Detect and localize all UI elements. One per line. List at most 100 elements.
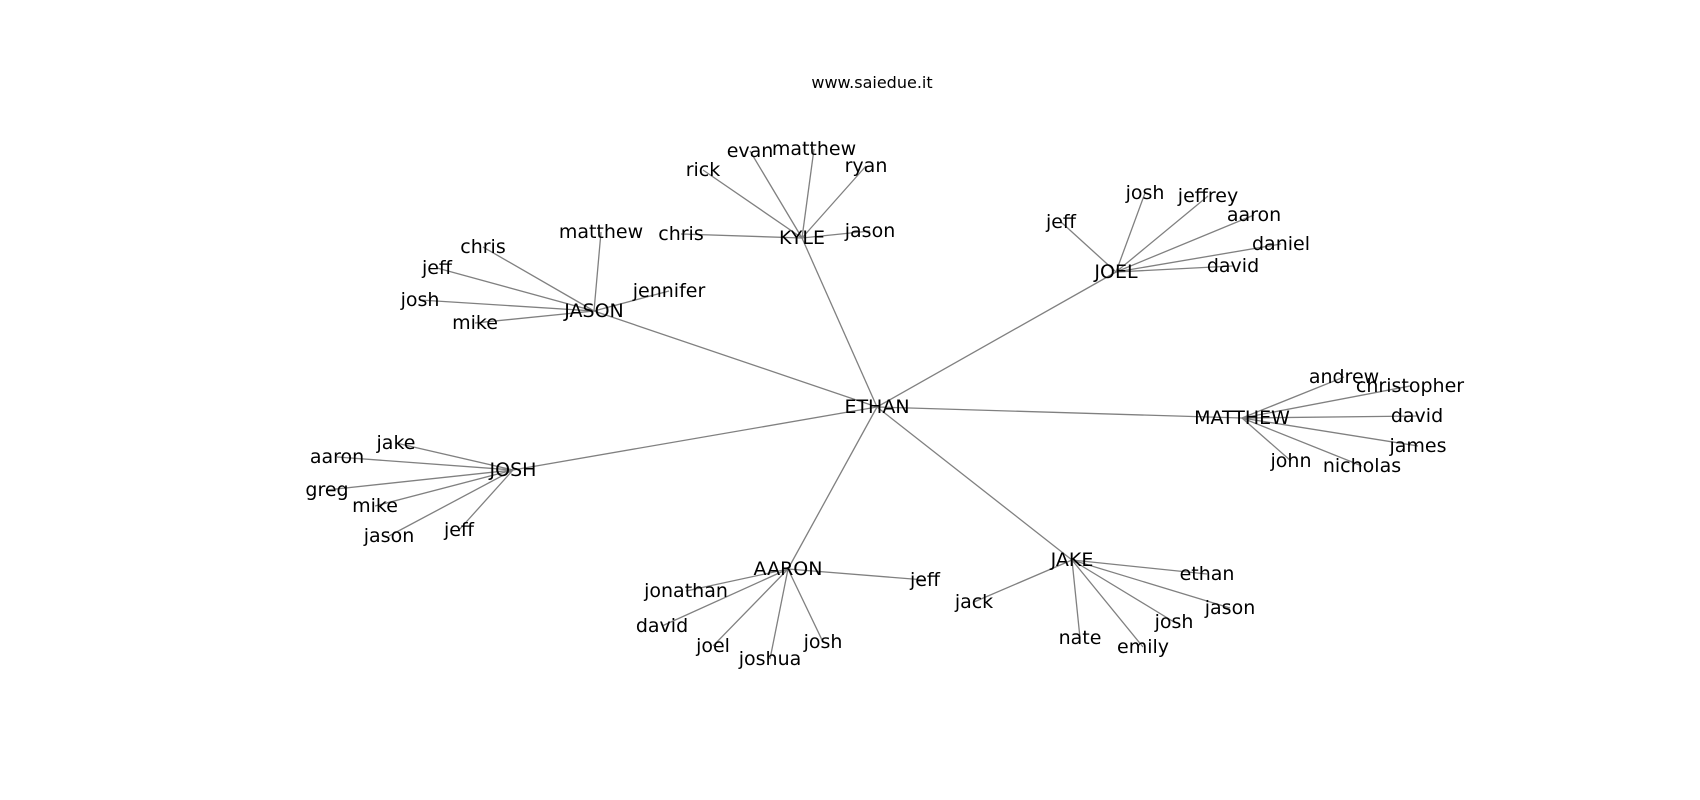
edge-ethan-kyle [801, 237, 878, 408]
edge-matthew-andrew [1241, 376, 1345, 419]
leaf-node-matthew-james: james [1388, 435, 1446, 457]
leaf-node-jason-mike: mike [452, 312, 498, 334]
edge-ethan-aaron [787, 406, 878, 570]
edge-kyle-chris [680, 233, 803, 239]
edge-jason-jeff [436, 267, 595, 312]
hub-node-kyle: KYLE [779, 227, 825, 249]
hub-node-matthew: MATTHEW [1194, 407, 1290, 429]
leaf-node-aaron-jeff: jeff [909, 569, 941, 591]
leaf-node-josh-mike: mike [352, 495, 398, 517]
leaf-node-joel-jeffrey: jeffrey [1177, 185, 1238, 207]
edge-ethan-matthew [876, 406, 1243, 419]
hub-node-josh: JOSH [489, 459, 537, 481]
leaf-node-aaron-david: david [636, 615, 688, 637]
leaf-node-joel-jeff: jeff [1045, 211, 1077, 233]
edge-aaron-jeff [787, 568, 926, 581]
hub-node-jake: JAKE [1050, 549, 1094, 571]
leaf-node-jake-ethan: ethan [1180, 563, 1235, 585]
leaf-node-joel-aaron: aaron [1227, 204, 1281, 226]
leaf-node-josh-jason: jason [363, 525, 415, 547]
edge-kyle-jason [801, 230, 871, 239]
leaf-node-aaron-joshua: joshua [738, 648, 802, 670]
edge-aaron-jonathan [685, 568, 789, 592]
edge-jason-josh [419, 299, 595, 312]
edge-jake-nate [1071, 559, 1081, 639]
leaf-node-joel-josh: josh [1125, 182, 1165, 204]
edge-kyle-ryan [801, 165, 867, 239]
edge-aaron-joshua [769, 568, 789, 660]
edge-ethan-joel [876, 271, 1117, 408]
leaf-node-kyle-evan: evan [727, 140, 774, 162]
leaf-node-jason-jeff: jeff [421, 257, 453, 279]
leaf-node-jake-jason: jason [1204, 597, 1256, 619]
edge-josh-mike [374, 469, 514, 507]
leaf-node-jake-josh: josh [1154, 611, 1194, 633]
edge-matthew-david [1241, 415, 1418, 419]
edge-josh-aaron [336, 456, 514, 471]
edge-joel-jeff [1060, 221, 1117, 273]
leaf-node-kyle-matthew: matthew [772, 138, 856, 160]
leaf-node-kyle-jason: jason [844, 220, 896, 242]
leaf-node-jason-jennifer: jennifer [632, 280, 706, 302]
edge-josh-jason [388, 469, 514, 537]
leaf-node-kyle-ryan: ryan [845, 155, 888, 177]
edge-jason-mike [474, 310, 595, 324]
hub-node-jason: JASON [563, 300, 624, 322]
leaf-node-kyle-rick: rick [686, 159, 721, 181]
leaf-node-aaron-joel: joel [695, 635, 730, 657]
hub-node-aaron: AARON [754, 558, 823, 580]
edge-aaron-joel [712, 568, 789, 647]
edge-joel-jeffrey [1115, 195, 1209, 273]
leaf-node-jake-nate: nate [1059, 627, 1102, 649]
edge-joel-daniel [1115, 243, 1282, 273]
edge-jake-jason [1071, 559, 1231, 609]
leaf-node-matthew-david: david [1391, 405, 1443, 427]
leaf-node-joel-daniel: daniel [1252, 233, 1310, 255]
edge-kyle-evan [749, 150, 803, 239]
edge-joel-josh [1115, 192, 1146, 273]
edge-matthew-john [1241, 417, 1292, 462]
edge-jake-emily [1071, 559, 1144, 648]
edge-kyle-matthew [801, 148, 815, 239]
edge-jake-josh [1071, 559, 1175, 623]
edge-joel-aaron [1115, 214, 1255, 273]
leaf-node-matthew-nicholas: nicholas [1323, 455, 1401, 477]
edge-ethan-jason [593, 310, 878, 408]
edge-matthew-james [1241, 417, 1419, 447]
leaf-node-josh-jeff: jeff [443, 519, 475, 541]
diagram-title: www.saiedue.it [811, 73, 932, 92]
edge-ethan-jake [876, 406, 1073, 561]
leaf-node-josh-aaron: aaron [310, 446, 364, 468]
edge-joel-david [1115, 265, 1234, 273]
edge-jake-jack [973, 559, 1073, 603]
leaf-node-josh-jake: jake [376, 432, 416, 454]
leaf-node-matthew-christopher: christopher [1356, 375, 1464, 397]
leaf-node-jake-jack: jack [954, 591, 993, 613]
edge-jake-ethan [1071, 559, 1208, 575]
edge-aaron-david [661, 568, 789, 627]
edge-jason-jennifer [593, 290, 670, 312]
edge-josh-jeff [458, 469, 514, 531]
edge-jason-matthew [593, 231, 602, 312]
leaf-node-jason-josh: josh [400, 289, 440, 311]
edge-layer [326, 148, 1419, 660]
leaf-node-josh-greg: greg [305, 479, 348, 501]
leaf-node-joel-david: david [1207, 255, 1259, 277]
leaf-node-aaron-josh: josh [803, 631, 843, 653]
edge-kyle-rick [702, 169, 803, 239]
edge-josh-jake [395, 442, 514, 471]
leaf-node-jason-matthew: matthew [559, 221, 643, 243]
leaf-node-jason-chris: chris [460, 236, 505, 258]
leaf-node-matthew-john: john [1270, 450, 1312, 472]
edge-ethan-josh [512, 406, 878, 471]
leaf-node-aaron-jonathan: jonathan [643, 580, 728, 602]
leaf-node-jake-emily: emily [1117, 636, 1169, 658]
edge-jason-chris [482, 246, 595, 312]
hub-node-joel: JOEL [1093, 261, 1138, 283]
edge-josh-greg [326, 469, 514, 491]
leaf-node-kyle-chris: chris [658, 223, 703, 245]
edge-matthew-nicholas [1241, 417, 1363, 467]
